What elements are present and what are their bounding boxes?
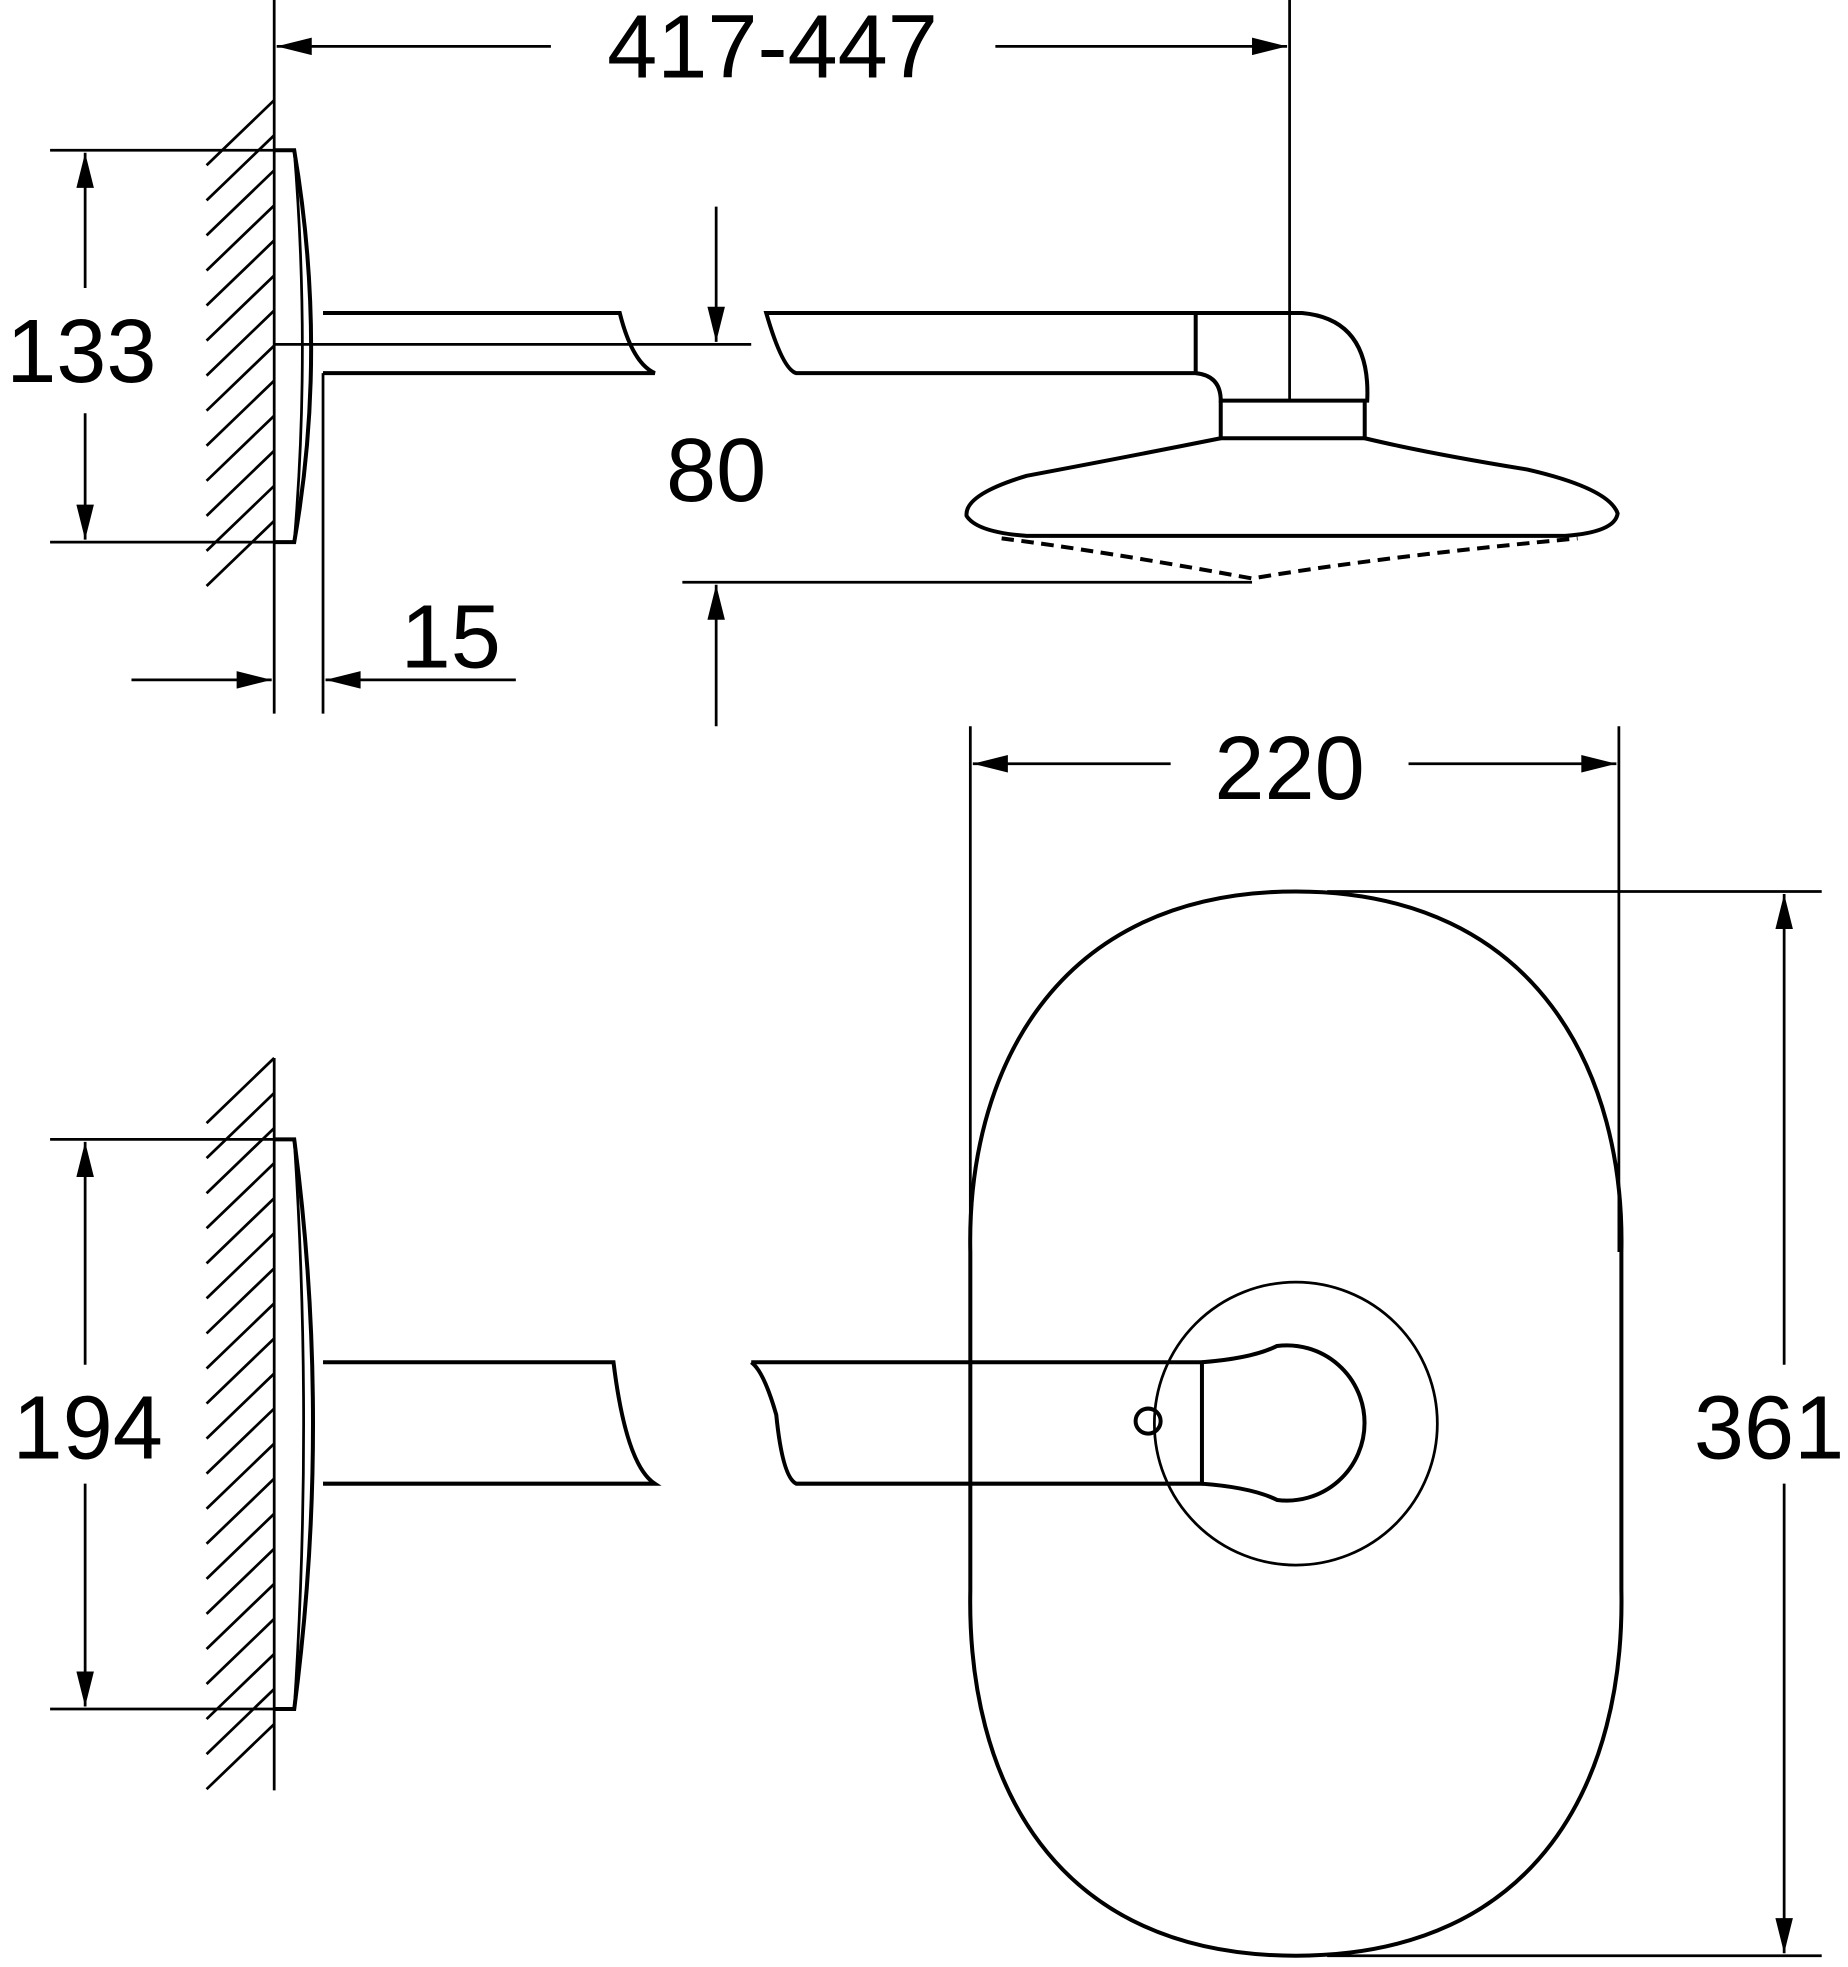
arm-connector-ring [1152,1280,1439,1567]
hatch-line [205,1372,276,1440]
arm-swivel-joint [1201,1343,1367,1503]
wall-hatching [205,99,276,587]
hatch-line [205,1302,276,1370]
dim-head-drop: 80 [666,420,766,521]
hatch-line [205,344,276,412]
hatch-line [205,1337,276,1405]
wall-hatching [205,1057,276,1791]
hatch-line [205,1477,276,1545]
hatch-line [205,99,276,167]
head-neck [1218,400,1367,441]
hatch-line [205,1267,276,1335]
shower-head-outline [968,889,1624,1958]
hatch-line [205,169,276,237]
hatch-line [205,309,276,377]
hatch-line [205,1723,276,1791]
nozzles [1001,536,1578,581]
dim-overall-length: 361 [1694,1378,1844,1479]
dim-plate-depth: 15 [401,586,501,687]
hatch-line [205,1442,276,1510]
hatch-line [205,1688,276,1756]
arm-elbow [1195,311,1370,403]
hatch-line [205,1617,276,1686]
shower-arm-part [763,311,1198,376]
hatch-line [205,1547,276,1615]
shower-arm-part [323,1360,662,1486]
shower-arm-part [323,311,656,376]
wall-plate-edge [292,1139,305,1710]
dim-head-width: 220 [1214,718,1364,819]
top-view: 220 194 361 [12,718,1844,1958]
hatch-line [205,239,276,307]
hatch-line [205,1232,276,1300]
screw-icon [1133,1406,1163,1436]
shower-head [964,436,1620,538]
shower-arm-part [749,1360,1204,1486]
dim-plate-height-front: 194 [12,1378,162,1479]
hatch-line [205,1162,276,1230]
hatch-line [205,414,276,482]
hatch-line [205,519,276,587]
hatch-line [205,1582,276,1650]
hatch-line [205,1057,276,1125]
dim-plate-height-side: 133 [6,301,156,402]
hatch-line [205,274,276,342]
wall-plate-edge [292,150,304,543]
hatch-line [205,1512,276,1580]
hatch-line [205,1197,276,1265]
hatch-line [205,1127,276,1195]
dim-arm-length: 417-447 [607,0,938,98]
hatch-line [205,134,276,202]
hatch-line [205,449,276,517]
hatch-line [205,379,276,447]
hatch-line [205,1407,276,1475]
hatch-line [205,1092,276,1160]
hatch-line [205,484,276,552]
hatch-line [205,204,276,272]
wall-plate [274,1137,316,1712]
side-view: 417-447 133 80 15 [6,0,1620,727]
wall-plate [274,148,314,545]
